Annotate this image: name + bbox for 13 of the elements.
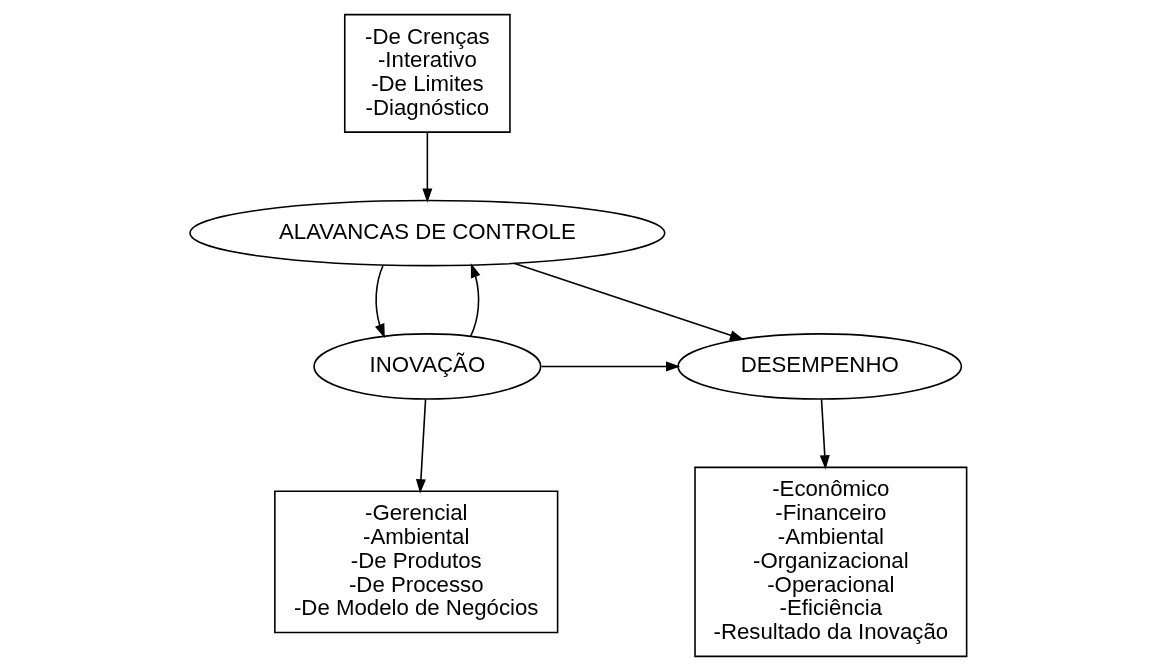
arrow <box>415 398 426 494</box>
node-ellipse: DESEMPENHO <box>676 333 962 400</box>
arrow <box>512 262 744 341</box>
arrow <box>421 131 432 203</box>
arrow <box>540 361 680 372</box>
node-box: -Econômico -Financeiro -Ambiental -Organizacional -Operacional -Eficiência -Resultado da Inovação <box>693 466 967 658</box>
arrow <box>469 263 480 337</box>
node-ellipse: INOVAÇÃO <box>312 333 541 400</box>
node-box: -De Crenças -Interativo -De Limites -Diagnóstico <box>343 13 511 133</box>
arrow <box>374 264 385 339</box>
node-box: -Gerencial -Ambiental -De Produtos -De Processo -De Modelo de Negócios <box>273 490 558 634</box>
arrow <box>819 398 830 470</box>
node-ellipse: ALAVANCAS DE CONTROLE <box>188 199 665 267</box>
